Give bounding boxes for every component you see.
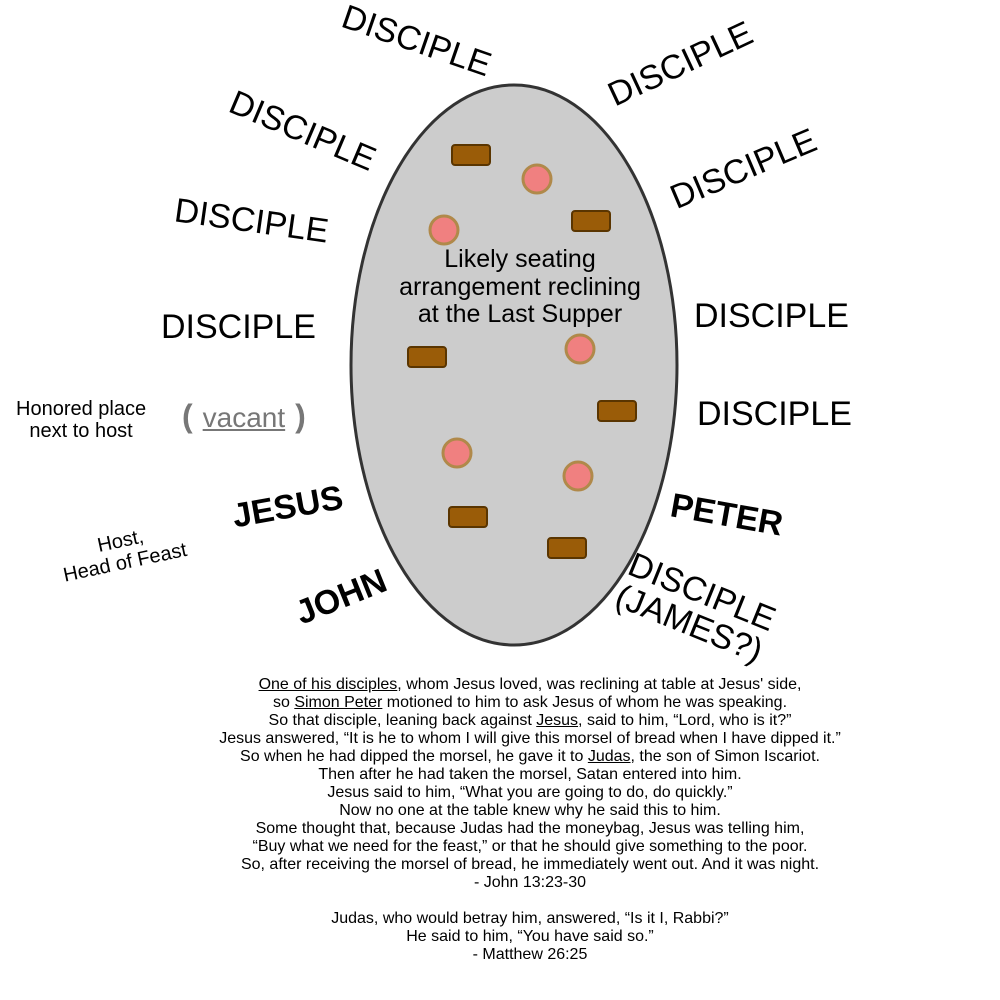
passage-line: Now no one at the table knew why he said… <box>339 802 721 819</box>
passage-line: “Buy what we need for the feast,” or tha… <box>252 838 808 855</box>
vacant-paren-open: ( <box>182 398 193 434</box>
cup <box>428 214 460 246</box>
bread-piece <box>451 144 491 166</box>
disciple-label: DISCIPLE <box>161 308 316 346</box>
passage-line: Then after he had taken the morsel, Sata… <box>318 766 742 783</box>
honored-place-line2: next to host <box>29 420 133 442</box>
table-ellipse <box>349 83 679 647</box>
passage-line: He said to him, “You have said so.” <box>406 928 654 945</box>
passage-gap <box>100 892 960 910</box>
passage-line: Judas, who would betray him, answered, “… <box>331 910 729 927</box>
cup <box>562 460 594 492</box>
honored-place-line1: Honored place <box>16 398 147 420</box>
passage-line: so Simon Peter motioned to him to ask Je… <box>272 694 788 711</box>
title-line: Likely seating <box>444 245 596 273</box>
passage-line: So, after receiving the morsel of bread,… <box>240 856 820 873</box>
cup <box>441 437 473 469</box>
title-line: at the Last Supper <box>417 300 623 328</box>
vacant-word: vacant <box>202 402 286 433</box>
passage-line: Jesus answered, “It is he to whom I will… <box>219 730 841 747</box>
vacant-seat-label: ( vacant) <box>182 398 306 435</box>
diagram-title: Likely seating arrangement reclining at … <box>380 245 660 329</box>
title-line: arrangement reclining <box>399 272 641 301</box>
bread-piece <box>597 400 637 422</box>
bread-piece <box>547 537 587 559</box>
passage-line: So that disciple, leaning back against J… <box>268 712 792 729</box>
john-citation: - John 13:23-30 <box>473 874 587 891</box>
scripture-passage: One of his disciples, whom Jesus loved, … <box>100 676 960 964</box>
passage-line: Some thought that, because Judas had the… <box>255 820 805 837</box>
cups <box>428 163 596 492</box>
cup <box>521 163 553 195</box>
disciple-label: DISCIPLE <box>697 395 852 433</box>
honored-place-note: Honored place next to host <box>16 398 146 442</box>
passage-line: One of his disciples, whom Jesus loved, … <box>258 676 802 693</box>
vacant-paren-close: ) <box>295 398 306 434</box>
bread-pieces <box>407 144 637 559</box>
bread-piece <box>448 506 488 528</box>
passage-line: So when he had dipped the morsel, he gav… <box>240 748 820 765</box>
cup <box>564 333 596 365</box>
matthew-citation: - Matthew 26:25 <box>472 946 588 963</box>
disciple-label: DISCIPLE <box>694 297 849 335</box>
passage-line: Jesus said to him, “What you are going t… <box>327 784 733 801</box>
bread-piece <box>571 210 611 232</box>
bread-piece <box>407 346 447 368</box>
